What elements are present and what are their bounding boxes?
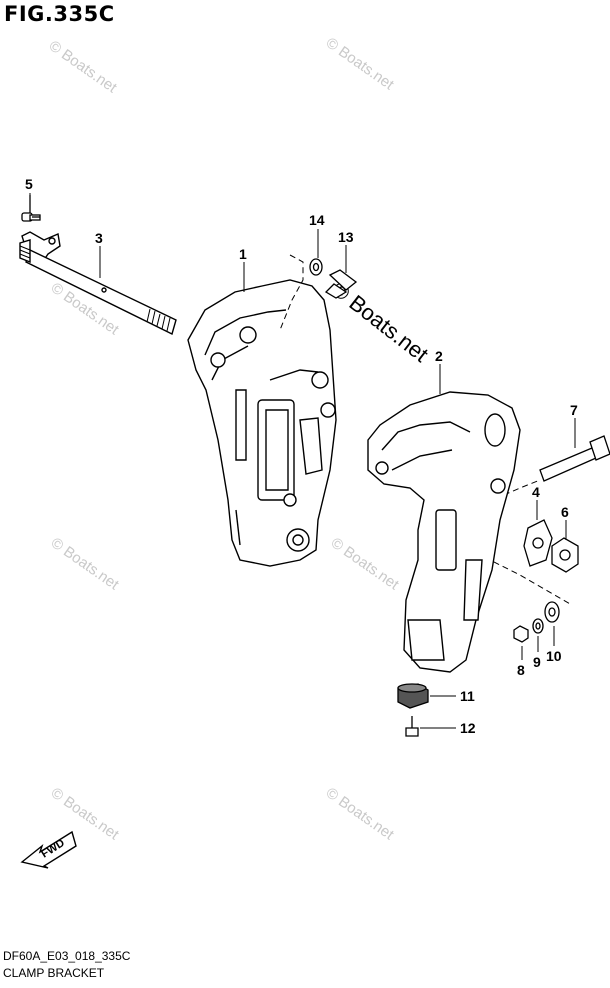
callout-5: 5 [25,176,33,192]
watermark: © Boats.net [48,534,123,593]
bolt-part-12 [405,716,419,737]
watermark: © Boats.net [323,34,398,93]
diagram-code: DF60A_E03_018_335C [3,949,131,963]
shaft-part-3 [19,231,177,335]
callout-2: 2 [435,348,443,364]
nut-part-6 [551,537,579,573]
callout-6: 6 [561,504,569,520]
bolt-part-7 [539,435,610,482]
watermark: © Boats.net [323,784,398,843]
bolt-part-5 [21,195,41,222]
diagram-name: CLAMP BRACKET [3,966,105,980]
callout-9: 9 [533,654,541,670]
plate-part-4 [523,519,553,567]
washer-part-14 [309,258,323,276]
nut-part-8 [513,625,529,643]
bushing-part-11 [397,683,429,709]
callout-12: 12 [460,720,476,736]
watermark: © Boats.net [328,534,403,593]
callout-14: 14 [309,212,325,228]
washer-part-10 [544,601,560,623]
callout-4: 4 [532,484,540,500]
clamp-bracket-part-1 [187,279,337,567]
fwd-arrow-icon: FWD [20,830,77,869]
callout-10: 10 [546,648,562,664]
callout-3: 3 [95,230,103,246]
watermark: © Boats.net [46,37,121,96]
callout-8: 8 [517,662,525,678]
callout-numbers: 5 3 1 14 13 2 7 4 6 8 9 10 11 12 [25,176,578,736]
leader-lines [29,193,576,729]
bolt-part-13 [324,269,358,299]
watermark: © Boats.net [48,784,123,843]
figure-title: FIG.335C [4,2,115,26]
washer-part-9 [532,618,544,634]
clamp-bracket-part-2 [367,391,521,673]
callout-13: 13 [338,229,354,245]
callout-7: 7 [570,402,578,418]
callout-1: 1 [239,246,247,262]
callout-11: 11 [460,688,475,704]
